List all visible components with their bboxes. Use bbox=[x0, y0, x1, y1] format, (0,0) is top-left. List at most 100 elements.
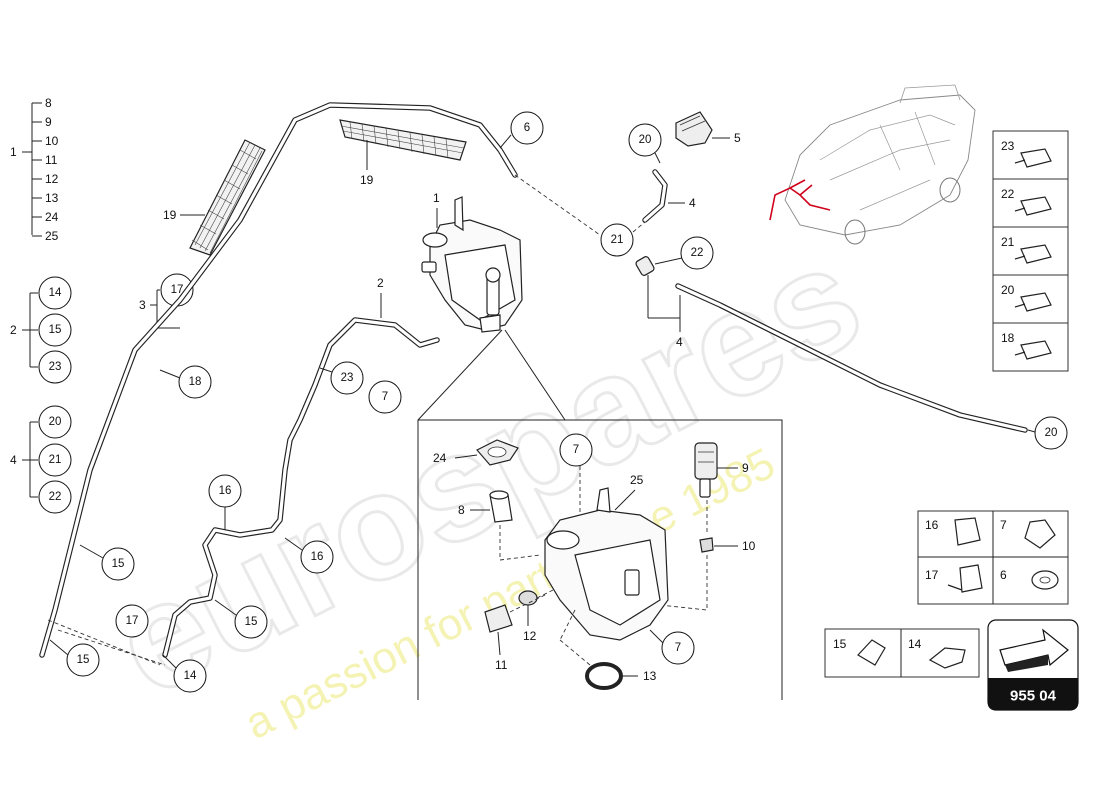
group-1-item: 8 bbox=[45, 96, 52, 110]
callout-16: 16 bbox=[219, 485, 232, 497]
legend-mid-item: 17 bbox=[925, 568, 939, 582]
label-19-top: 19 bbox=[360, 173, 374, 187]
group-1-item: 25 bbox=[45, 229, 59, 243]
hose-4-long bbox=[675, 283, 1028, 433]
connector-14-icon bbox=[928, 647, 966, 669]
detail-tank-25 bbox=[544, 487, 669, 641]
group-2-item: 23 bbox=[49, 361, 62, 373]
group-2-tree: 2 14 15 23 bbox=[10, 276, 72, 384]
legend-bottom-item: 15 bbox=[833, 637, 847, 651]
legend-right-item: 20 bbox=[1001, 283, 1015, 297]
washer-tank-assembly bbox=[421, 196, 523, 333]
clip-18-icon bbox=[1014, 340, 1052, 360]
callout-15: 15 bbox=[112, 558, 125, 570]
detail-gasket-24 bbox=[476, 439, 519, 466]
hose-assembly-3 bbox=[39, 102, 518, 658]
diagram-number: 955 04 bbox=[1010, 688, 1057, 705]
label-8: 8 bbox=[458, 503, 465, 517]
group-1-label: 1 bbox=[10, 145, 17, 159]
label-9: 9 bbox=[742, 461, 749, 475]
callout-14: 14 bbox=[184, 670, 197, 682]
label-11: 11 bbox=[495, 658, 508, 672]
callout-22: 22 bbox=[691, 247, 704, 259]
group-3-label: 3 bbox=[139, 298, 146, 312]
label-25: 25 bbox=[630, 473, 644, 487]
callout-17: 17 bbox=[126, 615, 139, 627]
label-4-bottom: 4 bbox=[676, 335, 683, 349]
legend-right-column: 23 22 21 20 18 bbox=[992, 130, 1069, 372]
label-19-left: 19 bbox=[163, 208, 177, 222]
legend-mid-item: 6 bbox=[1000, 568, 1007, 582]
legend-mid-item: 16 bbox=[925, 518, 939, 532]
legend-right-item: 23 bbox=[1001, 139, 1015, 153]
protective-sleeve-19-top bbox=[339, 119, 467, 161]
hose-4-short bbox=[642, 169, 668, 223]
label-13: 13 bbox=[643, 669, 657, 683]
highlighted-washer-system bbox=[769, 179, 831, 221]
grommet-7-icon bbox=[1024, 519, 1056, 549]
group-4-label: 4 bbox=[10, 453, 17, 467]
callout-21: 21 bbox=[611, 234, 624, 246]
callout-20: 20 bbox=[1045, 427, 1058, 439]
group-1-item: 11 bbox=[45, 153, 58, 167]
group-3-item: 17 bbox=[171, 284, 184, 296]
label-2: 2 bbox=[377, 276, 384, 290]
group-1-item: 24 bbox=[45, 210, 59, 224]
legend-right-item: 18 bbox=[1001, 331, 1015, 345]
clip-16-icon bbox=[954, 517, 981, 546]
label-5: 5 bbox=[734, 131, 741, 145]
callout-7: 7 bbox=[382, 391, 388, 403]
detail-sensor-8 bbox=[489, 490, 513, 523]
group-4-item: 20 bbox=[49, 416, 62, 428]
clamp-15-icon bbox=[857, 639, 886, 666]
connector-20-icon bbox=[1014, 292, 1052, 312]
group-1-item: 13 bbox=[45, 191, 59, 205]
label-24: 24 bbox=[433, 451, 447, 465]
group-1-tree: 1 8 9 10 11 12 13 24 25 bbox=[10, 96, 59, 243]
callout-20: 20 bbox=[639, 134, 652, 146]
callout-7: 7 bbox=[573, 444, 579, 456]
connector-17-icon bbox=[947, 564, 983, 593]
group-3-bracket: 3 17 bbox=[139, 273, 194, 329]
detail-pump-9 bbox=[694, 442, 718, 498]
group-1-item: 9 bbox=[45, 115, 52, 129]
legend-mid-item: 7 bbox=[1000, 518, 1007, 532]
group-1-item: 12 bbox=[45, 172, 59, 186]
diagram-number-badge: 955 04 bbox=[987, 619, 1079, 711]
label-4: 4 bbox=[689, 196, 696, 210]
group-2-label: 2 bbox=[10, 323, 17, 337]
protective-sleeve-19-left bbox=[189, 139, 266, 256]
callout-15: 15 bbox=[245, 616, 258, 628]
label-1: 1 bbox=[433, 191, 440, 205]
connector-21-icon bbox=[1014, 244, 1052, 264]
legend-bottom-row: 15 14 bbox=[824, 628, 980, 678]
callout-7: 7 bbox=[675, 642, 681, 654]
callout-16: 16 bbox=[311, 551, 324, 563]
legend-bottom-item: 14 bbox=[908, 637, 922, 651]
car-location-thumbnail bbox=[769, 84, 976, 245]
label-12: 12 bbox=[523, 629, 537, 643]
legend-right-item: 21 bbox=[1001, 235, 1015, 249]
callout-15: 15 bbox=[77, 654, 90, 666]
group-1-item: 10 bbox=[45, 134, 59, 148]
detail-connector-11 bbox=[484, 604, 513, 633]
group-2-item: 15 bbox=[49, 324, 62, 336]
detail-ring-13 bbox=[585, 662, 623, 690]
clip-23-icon bbox=[1014, 148, 1052, 168]
group-4-tree: 4 20 21 22 bbox=[10, 405, 72, 514]
legend-mid-grid: 16 7 17 6 bbox=[917, 510, 1069, 605]
group-2-item: 14 bbox=[49, 287, 62, 299]
connector-22-icon bbox=[1014, 196, 1052, 216]
legend-right-item: 22 bbox=[1001, 187, 1015, 201]
callout-6: 6 bbox=[524, 122, 530, 134]
nozzle-part-5 bbox=[675, 111, 713, 147]
tank-detail-box bbox=[417, 329, 783, 700]
callout-18: 18 bbox=[189, 376, 202, 388]
group-4-item: 21 bbox=[49, 454, 62, 466]
arrow-icon bbox=[999, 628, 1069, 667]
group-4-item: 22 bbox=[49, 491, 62, 503]
label-10: 10 bbox=[742, 539, 756, 553]
callout-23: 23 bbox=[341, 372, 354, 384]
hose-assembly-2 bbox=[162, 317, 440, 658]
